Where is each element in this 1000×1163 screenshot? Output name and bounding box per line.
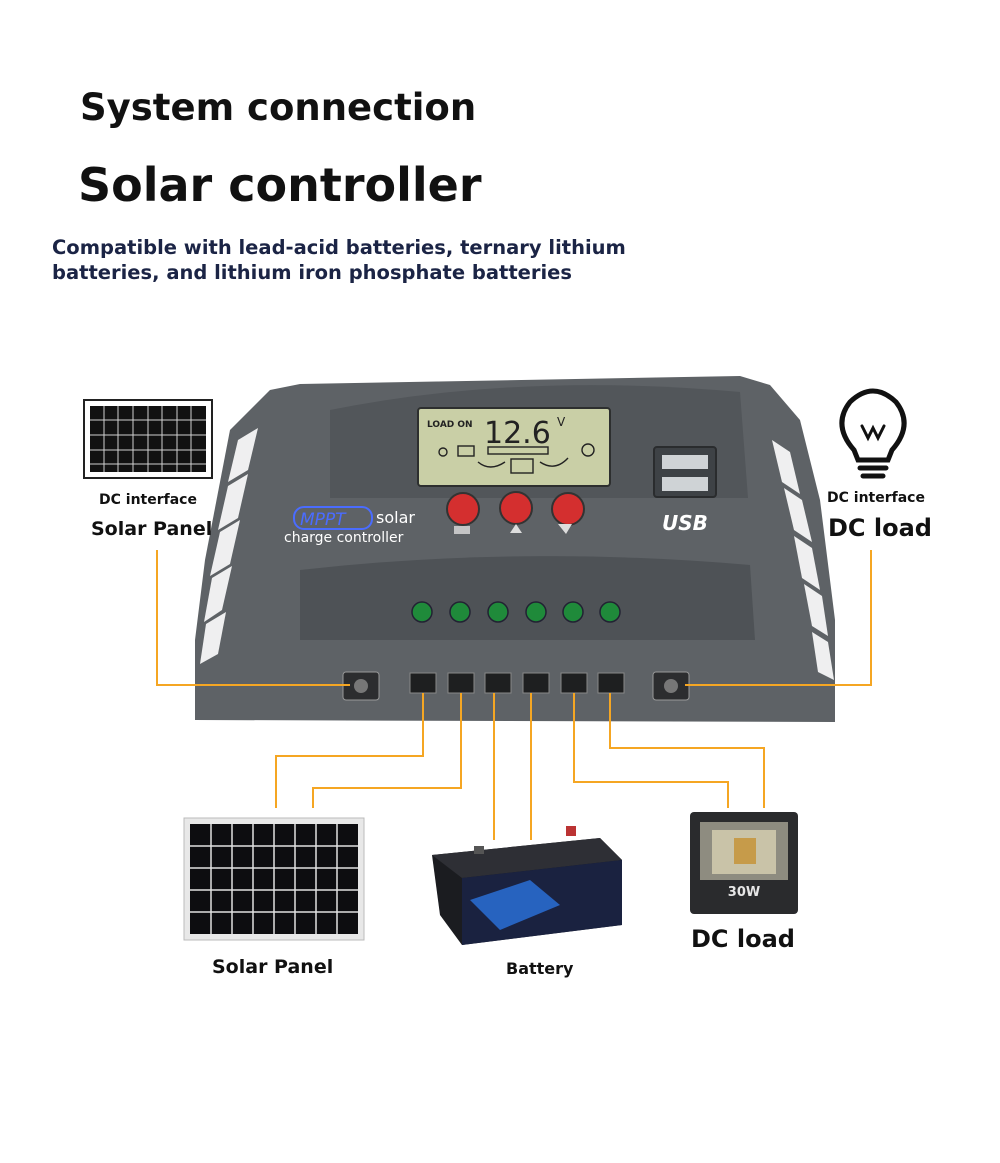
wires	[156, 550, 872, 840]
bottom-battery-label: Battery	[506, 959, 574, 978]
heading-system-connection: System connection	[80, 86, 477, 129]
charge-controller: LOAD ON 12.6 V USB MPPT solar charge con…	[195, 376, 835, 722]
lcd-status-icons	[438, 443, 595, 474]
flood-light-wattage: 30W	[728, 885, 760, 900]
brand-solar-text: solar	[376, 508, 415, 527]
solar-panel-icon	[83, 399, 213, 479]
down-button[interactable]	[551, 492, 585, 526]
mppt-brand: MPPT	[300, 510, 347, 530]
lcd-unit-text: V	[557, 415, 566, 429]
subtitle-compatibility: Compatible with lead-acid batteries, ter…	[52, 236, 626, 284]
right-dc-load-label: DC load	[828, 514, 932, 542]
brand-charge-controller-text: charge controller	[284, 530, 404, 546]
flood-light-icon: 30W	[690, 812, 798, 914]
status-leds	[411, 601, 621, 623]
menu-button[interactable]	[446, 492, 480, 526]
battery-icon	[432, 826, 622, 945]
right-interface-label: DC interface	[827, 490, 925, 506]
heading-solar-controller: Solar controller	[78, 158, 482, 212]
lcd-voltage-text: 12.6	[484, 416, 551, 451]
lcd-load-text: LOAD ON	[427, 420, 473, 430]
light-bulb-icon	[839, 388, 907, 479]
wire-terminals	[409, 672, 625, 694]
bottom-dc-load-label: DC load	[691, 925, 795, 953]
bottom-solar-panel-label: Solar Panel	[212, 956, 334, 978]
solar-panel-icon	[183, 817, 365, 941]
up-button[interactable]	[499, 491, 533, 525]
left-interface-label: DC interface	[99, 492, 197, 508]
left-solar-panel-label: Solar Panel	[91, 518, 213, 540]
usb-logo: USB	[662, 511, 708, 535]
